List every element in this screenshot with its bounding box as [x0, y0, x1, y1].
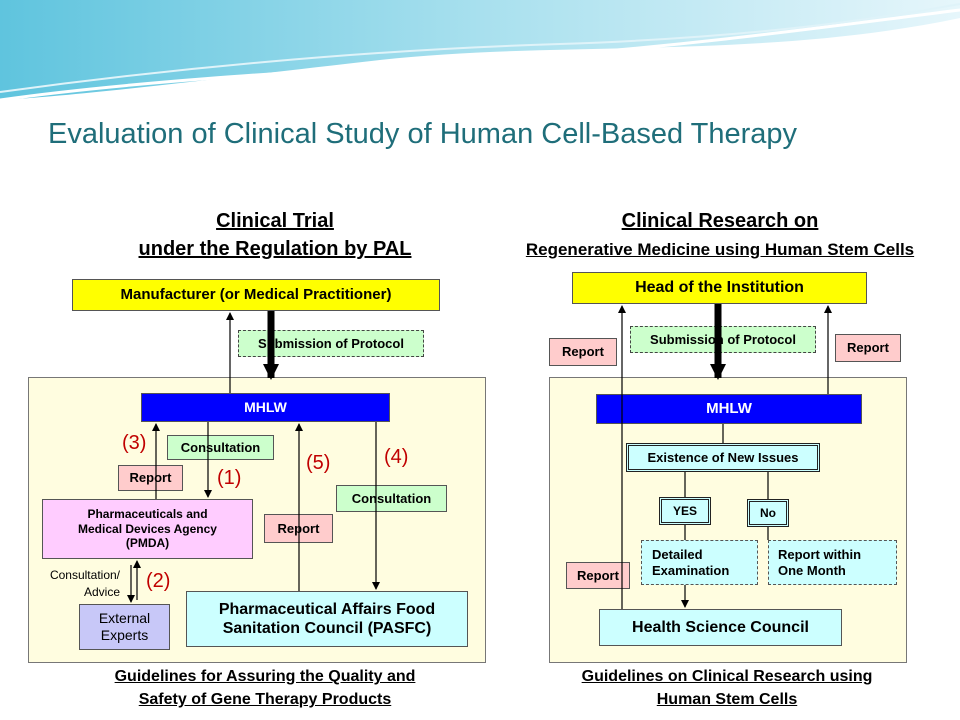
health-science-council-box: Health Science Council [599, 609, 842, 646]
experts-line2: Experts [100, 627, 149, 643]
detailed-line2: Examination [652, 562, 730, 578]
pasfc-box: Pharmaceutical Affairs Food Sanitation C… [186, 591, 468, 647]
right-submission-box: Submission of Protocol [630, 326, 816, 353]
right-heading-line2: Regenerative Medicine using Human Stem C… [525, 240, 915, 259]
external-experts-box: External Experts [79, 604, 170, 650]
report-pmda-box: Report [118, 465, 183, 491]
no-box: No [747, 499, 789, 527]
within-line1: Report within [778, 546, 862, 562]
left-submission-box: Submission of Protocol [238, 330, 424, 357]
step-3-label: (3) [122, 432, 147, 454]
right-heading-line1: Clinical Research on [621, 210, 819, 232]
left-heading-line2: under the Regulation by PAL [138, 238, 412, 260]
step-5-label: (5) [306, 452, 331, 474]
report-bottom-box: Report [566, 562, 630, 589]
report-right-box: Report [835, 334, 901, 362]
right-mhlw-box: MHLW [596, 394, 862, 424]
detailed-examination-box: Detailed Examination [641, 540, 758, 585]
step-2-label: (2) [146, 570, 171, 592]
new-issues-box: Existence of New Issues [626, 443, 820, 472]
consultation-box-2: Consultation [336, 485, 447, 512]
consultation-advice-line2: Advice [83, 584, 120, 599]
pmda-line2: Medical Devices Agency [78, 521, 217, 536]
report-within-box: Report within One Month [768, 540, 897, 585]
left-footer-line2: Safety of Gene Therapy Products [138, 691, 392, 709]
pasfc-line1: Pharmaceutical Affairs Food [218, 600, 436, 618]
consultation-advice-note: Consultation/ Advice [20, 567, 120, 601]
right-footer-line1: Guidelines on Clinical Research using [581, 668, 873, 685]
step-1-label: (1) [217, 467, 242, 489]
detailed-line1: Detailed [652, 546, 703, 562]
pmda-line3: (PMDA) [125, 536, 170, 551]
pasfc-line2: Sanitation Council (PASFC) [222, 620, 432, 637]
report-left-box: Report [549, 338, 617, 366]
left-footer-line1: Guidelines for Assuring the Quality and [114, 668, 416, 685]
consultation-advice-line1: Consultation/ [49, 568, 120, 582]
yes-box: YES [659, 497, 711, 525]
report-pasfc-box: Report [264, 514, 333, 543]
background-waves [0, 0, 960, 102]
left-heading-line1: Clinical Trial [216, 210, 334, 232]
step-4-label: (4) [384, 446, 409, 468]
consultation-box-1: Consultation [167, 435, 274, 460]
left-footer: Guidelines for Assuring the Quality and … [50, 665, 480, 711]
right-footer: Guidelines on Clinical Research using Hu… [532, 665, 922, 711]
within-line2: One Month [778, 562, 846, 578]
right-footer-line2: Human Stem Cells [656, 691, 798, 709]
page-title: Evaluation of Clinical Study of Human Ce… [48, 118, 798, 150]
head-institution-box: Head of the Institution [572, 272, 867, 304]
manufacturer-box: Manufacturer (or Medical Practitioner) [72, 279, 440, 311]
experts-line1: External [98, 610, 151, 627]
left-mhlw-box: MHLW [141, 393, 390, 422]
pmda-box: Pharmaceuticals and Medical Devices Agen… [42, 499, 253, 559]
pmda-line1: Pharmaceuticals and [87, 507, 208, 522]
